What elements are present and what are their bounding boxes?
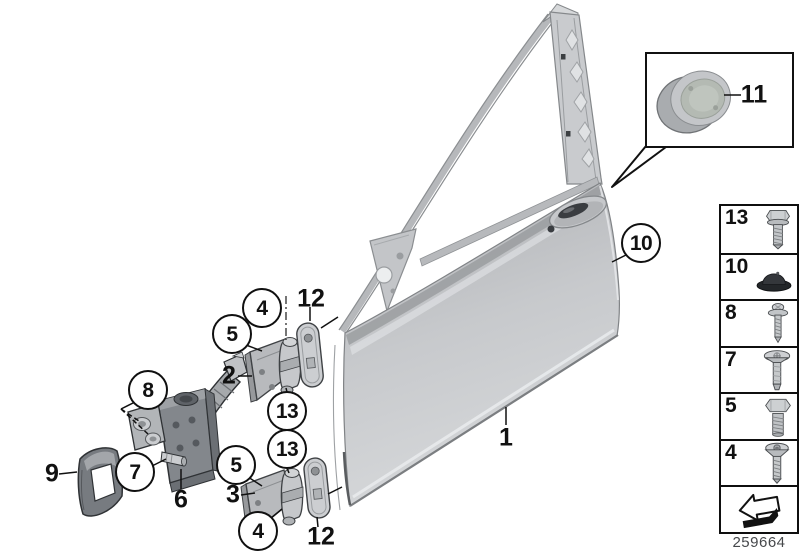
mirror-triangle	[369, 228, 417, 313]
callout-3-lower-hinge[interactable]: 3	[226, 480, 240, 509]
legend-label-8: 8	[725, 301, 737, 325]
upper-hinge-gasket	[296, 322, 324, 388]
countersunk-torx-screw-icon	[764, 442, 790, 485]
cable-boot	[77, 447, 123, 517]
b-pillar	[549, 11, 603, 185]
legend-row-10[interactable]: 10	[721, 252, 797, 300]
legend-label-13: 13	[725, 206, 749, 229]
callout-4-upper[interactable]: 4	[242, 288, 282, 328]
door-lock-dot	[547, 225, 555, 233]
fastener-legend: 13 10 8	[719, 204, 799, 534]
direction-arrow-icon	[738, 493, 781, 528]
callout-9-boot[interactable]: 9	[45, 459, 59, 488]
callout-12-upper[interactable]: 12	[297, 284, 325, 313]
legend-row-4[interactable]: 4	[721, 438, 797, 486]
legend-label-10: 10	[725, 254, 749, 278]
legend-row-8[interactable]: 8	[721, 299, 797, 346]
legend-row-5[interactable]: 5	[721, 392, 797, 439]
callout-2-upper-hinge[interactable]: 2	[222, 361, 236, 390]
callout-1-door[interactable]: 1	[499, 423, 513, 452]
legend-label-4: 4	[725, 440, 737, 464]
dome-plug-icon	[756, 271, 792, 292]
callout-8[interactable]: 8	[128, 370, 168, 410]
callout-5-upper[interactable]: 5	[212, 314, 252, 354]
legend-row-13[interactable]: 13	[721, 206, 797, 253]
callout-12-lower[interactable]: 12	[307, 522, 335, 551]
callout-7[interactable]: 7	[115, 452, 155, 492]
callout-6-door-brake[interactable]: 6	[174, 485, 188, 514]
legend-row-7[interactable]: 7	[721, 345, 797, 393]
flat-head-screw-icon	[763, 350, 791, 391]
hex-flange-bolt-icon	[765, 210, 791, 250]
brake-pin	[160, 451, 187, 467]
legend-row-arrow[interactable]	[721, 485, 797, 532]
lower-hinge-gasket	[303, 457, 331, 519]
washer-screw-icon	[767, 303, 789, 344]
legend-label-5: 5	[725, 394, 737, 418]
document-number: 259664	[732, 534, 786, 551]
grommet-callout-box	[611, 52, 794, 188]
grommet-part	[656, 70, 731, 134]
door-handle	[548, 195, 608, 229]
callout-13-upper[interactable]: 13	[267, 391, 307, 431]
callout-10[interactable]: 10	[621, 223, 661, 263]
callout-4-lower[interactable]: 4	[238, 511, 278, 551]
legend-label-7: 7	[725, 347, 737, 371]
callout-11-grommet[interactable]: 11	[740, 80, 768, 109]
hex-bolt-icon	[765, 398, 791, 437]
door-panel	[332, 182, 620, 511]
brake-front-bracket	[127, 402, 166, 451]
callout-13-lower[interactable]: 13	[267, 429, 307, 469]
callout-5-lower[interactable]: 5	[216, 445, 256, 485]
leader-lines	[58, 94, 741, 528]
